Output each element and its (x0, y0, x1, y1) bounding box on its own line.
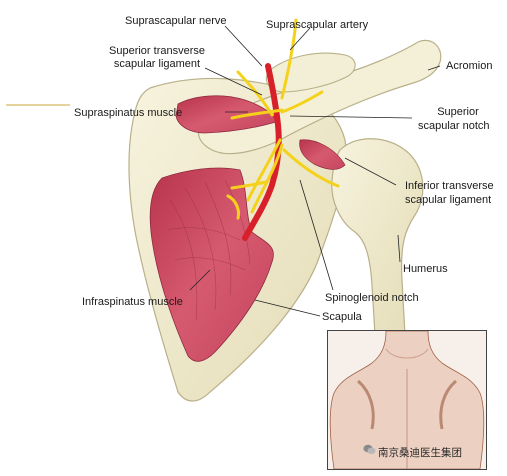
label-supraspinatus-muscle: Supraspinatus muscle (74, 107, 183, 119)
label-inferior-transverse-2: scapular ligament (405, 194, 492, 206)
label-suprascapular-artery: Suprascapular artery (266, 19, 369, 31)
label-humerus: Humerus (403, 263, 448, 275)
label-superior-transverse-2: scapular ligament (113, 58, 201, 70)
back-inset (327, 330, 487, 470)
back-inset-artwork (328, 331, 486, 469)
wechat-icon (363, 444, 376, 454)
humerus-bone (331, 138, 424, 336)
label-acromion: Acromion (446, 60, 493, 72)
label-scapula: Scapula (322, 311, 362, 323)
label-superior-transverse-1: Superior transverse (109, 45, 205, 57)
label-suprascapular-nerve: Suprascapular nerve (125, 15, 227, 27)
neck-shading (385, 348, 429, 359)
left-scapula-shading (356, 379, 375, 430)
watermark-text: 南京桑迪医生集团 (378, 447, 462, 459)
label-superior-notch-2: scapular notch (418, 120, 490, 132)
label-superior-notch-1: Superior (437, 106, 479, 118)
right-scapula-shading (439, 379, 458, 430)
label-inferior-transverse-1: Inferior transverse (405, 180, 494, 192)
label-spinoglenoid-notch: Spinoglenoid notch (325, 292, 419, 304)
leader-lines (189, 25, 441, 317)
suprascapular-nerve-branches (226, 18, 340, 220)
infraspinatus-muscle (149, 167, 274, 362)
teres-minor-muscle (299, 139, 346, 170)
label-infraspinatus-muscle: Infraspinatus muscle (82, 296, 183, 308)
